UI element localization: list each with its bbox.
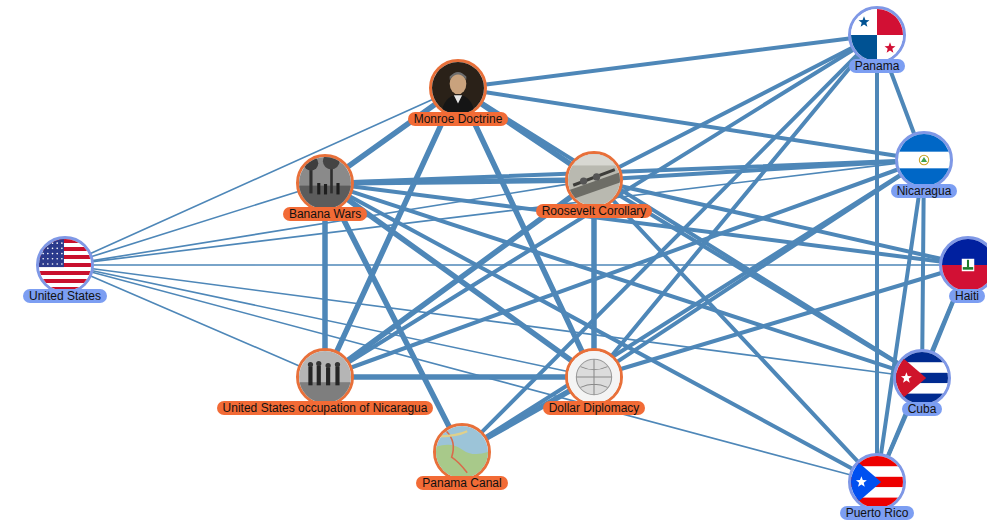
link-line [350, 196, 853, 468]
node-label: Nicaragua [891, 184, 958, 198]
node-icon [848, 453, 906, 511]
link-line [482, 55, 857, 432]
topic-node: Banana Wars [296, 154, 354, 212]
country-node: Nicaragua [895, 131, 953, 189]
link-line [486, 175, 901, 437]
topic-node: Dollar Diplomacy [565, 348, 623, 406]
node-label: United States occupation of Nicaragua [217, 401, 434, 415]
node-label: Banana Wars [283, 207, 367, 221]
country-node: Haiti [939, 236, 987, 294]
link-line [348, 197, 572, 361]
topic-node: Roosevelt Corollary [565, 151, 623, 209]
link-line [621, 186, 940, 259]
topic-node: Monroe Doctrine [429, 59, 487, 117]
link-line [486, 92, 897, 155]
link-line [92, 191, 299, 256]
node-icon [36, 236, 94, 294]
node-label: Dollar Diplomacy [543, 401, 646, 415]
node-icon [296, 348, 354, 406]
link-line [888, 291, 957, 456]
topic-node: Panama Canal [433, 423, 491, 481]
link-line [322, 211, 328, 349]
node-label: United States [23, 289, 107, 303]
link-line [875, 63, 879, 454]
country-node: Cuba [893, 349, 951, 407]
topic-node: United States occupation of Nicaragua [296, 348, 354, 406]
node-icon [565, 151, 623, 209]
node-icon [433, 423, 491, 481]
node-icon [848, 6, 906, 64]
node-icon [893, 349, 951, 407]
node-label: Cuba [902, 402, 943, 416]
node-icon [429, 59, 487, 117]
node-label: Panama [849, 59, 906, 73]
node-icon [939, 236, 987, 294]
node-label: Panama Canal [416, 476, 507, 490]
link-line [349, 50, 853, 363]
node-label: Haiti [949, 289, 985, 303]
link-line [91, 276, 300, 366]
node-label: Puerto Rico [840, 506, 915, 520]
country-node: United States [36, 236, 94, 294]
link-line [93, 264, 940, 266]
node-icon [296, 154, 354, 212]
node-icon [895, 131, 953, 189]
country-node: Puerto Rico [848, 453, 906, 511]
link-line [922, 188, 923, 350]
node-label: Roosevelt Corollary [536, 204, 653, 218]
country-node: Panama [848, 6, 906, 64]
node-icon [565, 348, 623, 406]
link-line [91, 100, 433, 254]
link-line [353, 187, 940, 262]
node-label: Monroe Doctrine [408, 112, 509, 126]
